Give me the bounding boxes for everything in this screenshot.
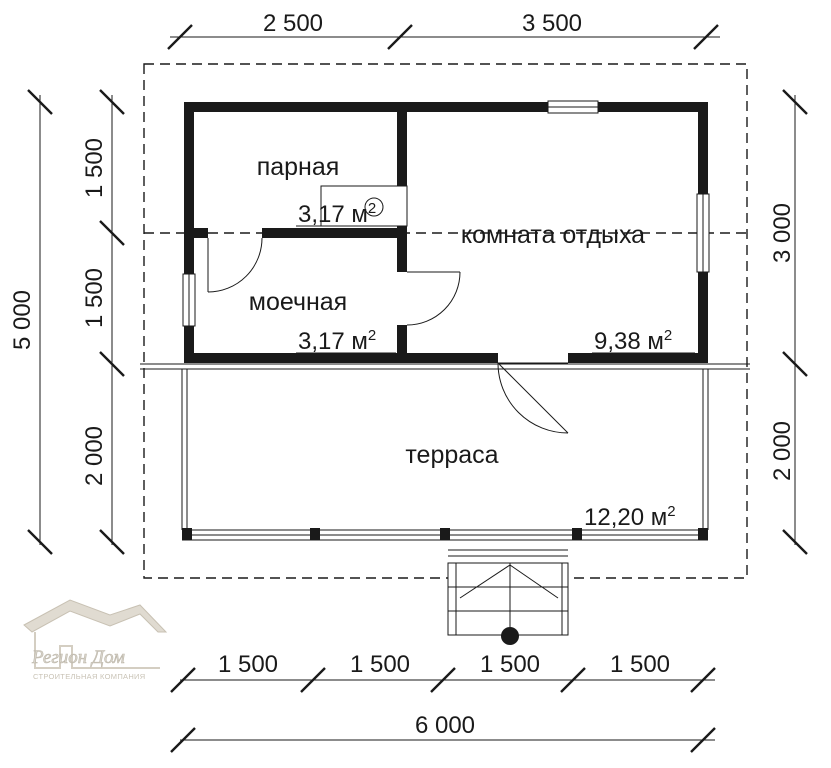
terrace-posts (182, 528, 708, 540)
room-name-wash: моечная (249, 288, 347, 316)
dim-top-2: 3 500 (522, 10, 582, 37)
dimension-lines (39, 36, 796, 741)
area-steam: 3,17 м2 (298, 200, 376, 228)
doors (207, 237, 569, 434)
room-name-terrace: терраса (405, 441, 498, 469)
dimension-ticks (27, 24, 808, 753)
dim-left-1: 1 500 (81, 138, 108, 198)
dim-bottom-total: 6 000 (415, 712, 475, 739)
dashed-boundary (143, 63, 748, 579)
dim-left-total: 5 000 (9, 290, 36, 350)
dimension-labels: 2 500 3 500 1 500 1 500 1 500 1 500 6 00… (9, 10, 796, 739)
dim-top-1: 2 500 (263, 10, 323, 37)
dim-bottom-4: 1 500 (610, 651, 670, 678)
area-rest: 9,38 м2 (594, 327, 672, 355)
area-wash: 3,17 м2 (298, 327, 376, 355)
logo-subtitle: СТРОИТЕЛЬНАЯ КОМПАНИЯ (33, 672, 145, 681)
stove-icon (320, 185, 408, 227)
company-logo: Регион Дом СТРОИТЕЛЬНАЯ КОМПАНИЯ (23, 599, 168, 681)
logo-title: Регион Дом (31, 647, 125, 668)
dim-right-2: 2 000 (769, 421, 796, 481)
room-name-steam: парная (257, 153, 340, 181)
terrace-railing (140, 363, 750, 541)
area-terrace: 12,20 м2 (584, 503, 676, 531)
room-labels: парная моечная комната отдыха терраса (249, 153, 645, 469)
porch-steps (447, 549, 569, 636)
dim-bottom-3: 1 500 (480, 651, 540, 678)
dim-bottom-2: 1 500 (350, 651, 410, 678)
room-name-rest: комната отдыха (461, 221, 645, 249)
dim-left-2: 1 500 (81, 268, 108, 328)
area-labels: 3,17 м2 3,17 м2 9,38 м2 12,20 м2 (296, 200, 695, 531)
dim-left-3: 2 000 (81, 426, 108, 486)
dim-right-1: 3 000 (769, 203, 796, 263)
dim-bottom-1: 1 500 (218, 651, 278, 678)
windows (182, 100, 710, 327)
porch-entry-marker-icon (501, 627, 519, 645)
